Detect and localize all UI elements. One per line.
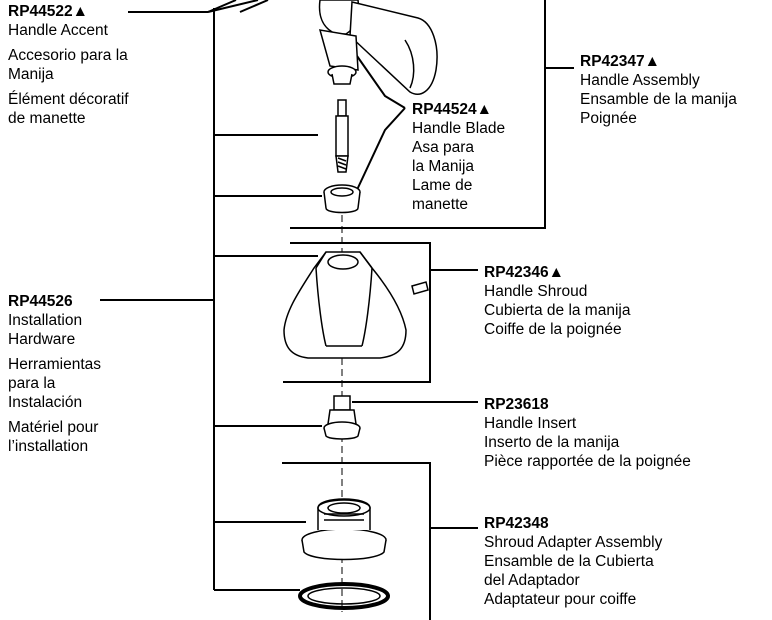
rp44526-es-2: para la	[8, 375, 56, 392]
rp44524-part-number: RP44524▲	[412, 101, 492, 118]
rp42348-label: RP42348 Shroud Adapter Assembly Ensamble…	[484, 514, 662, 609]
rp44524-line-3: la Manija	[412, 158, 475, 175]
rp44526-part-number: RP44526	[8, 293, 73, 310]
rp42348-line-4: Adaptateur pour coiffe	[484, 591, 637, 608]
rp42347-line-1: Handle Assembly	[580, 72, 700, 89]
rp42346-line-2: Cubierta de la manija	[484, 302, 631, 319]
rp44526-en-1: Installation	[8, 312, 83, 329]
rp42346-line-3: Coiffe de la poignée	[484, 321, 622, 338]
rp44524-leader-lower	[355, 107, 406, 193]
rp42348-line-1: Shroud Adapter Assembly	[484, 534, 663, 551]
rp42348-bracket	[282, 462, 431, 620]
rp44526-fr-1: Matériel pour	[8, 419, 99, 436]
rp23618-line-3: Pièce rapportée de la poignée	[484, 453, 691, 470]
rp44522-en: Handle Accent	[8, 22, 108, 39]
rp44524-leader-upper	[356, 55, 406, 109]
rp44526-es-3: Instalación	[8, 394, 83, 411]
set-screw-drawing	[335, 99, 349, 173]
rp44522-pointer-3	[239, 0, 269, 13]
rp44522-fr-2: de manette	[8, 110, 86, 127]
rp44526-en-2: Hardware	[8, 331, 76, 348]
rp44522-fr-1: Élément décoratif	[8, 91, 129, 108]
rp44522-label: RP44522▲ Handle Accent Accesorio para la…	[8, 2, 129, 128]
rp42348-line-2: Ensamble de la Cubierta	[484, 553, 654, 570]
o-ring-drawing	[298, 582, 390, 610]
rp42348-line-3: del Adaptador	[484, 572, 580, 589]
rp23618-line-2: Inserto de la manija	[484, 434, 620, 451]
rp42347-bracket	[290, 0, 546, 229]
rp44522-es-1: Accesorio para la	[8, 47, 128, 64]
rp23618-part-number: RP23618	[484, 396, 549, 413]
rp44526-es-1: Herramientas	[8, 356, 102, 373]
rp42346-part-number: RP42346▲	[484, 264, 564, 281]
rp44524-line-2: Asa para	[412, 139, 475, 156]
rp44526-fr-2: l’installation	[8, 438, 89, 455]
rp44524-label: RP44524▲ Handle Blade Asa para la Manija…	[412, 100, 505, 214]
rp44524-line-4: Lame de	[412, 177, 473, 194]
rp42348-part-number: RP42348	[484, 515, 549, 532]
rp42347-label: RP42347▲ Handle Assembly Ensamble de la …	[580, 52, 737, 128]
rp44522-pointer-2	[207, 0, 259, 13]
rp42347-line-2: Ensamble de la manija	[580, 91, 737, 108]
rp23618-label: RP23618 Handle Insert Inserto de la mani…	[484, 395, 691, 471]
rp42346-bracket	[283, 242, 431, 383]
rp42347-line-3: Poignée	[580, 110, 637, 127]
handle-assembly-drawing	[318, 0, 438, 95]
rp42346-label: RP42346▲ Handle Shroud Cubierta de la ma…	[484, 263, 630, 339]
rp23618-line-1: Handle Insert	[484, 415, 577, 432]
shroud-adapter-drawing	[301, 498, 387, 561]
rp44524-line-5: manette	[412, 196, 469, 213]
handle-insert-drawing	[323, 395, 361, 440]
rp44526-label: RP44526 Installation Hardware Herramient…	[8, 292, 101, 456]
rp42347-part-number: RP42347▲	[580, 53, 660, 70]
handle-blade-cap-drawing	[323, 184, 361, 214]
handle-shroud-drawing	[283, 251, 429, 359]
rp44524-line-1: Handle Blade	[412, 120, 506, 137]
rp44522-es-2: Manija	[8, 66, 54, 83]
rp42346-line-1: Handle Shroud	[484, 283, 588, 300]
rp44522-part-number: RP44522▲	[8, 3, 88, 20]
